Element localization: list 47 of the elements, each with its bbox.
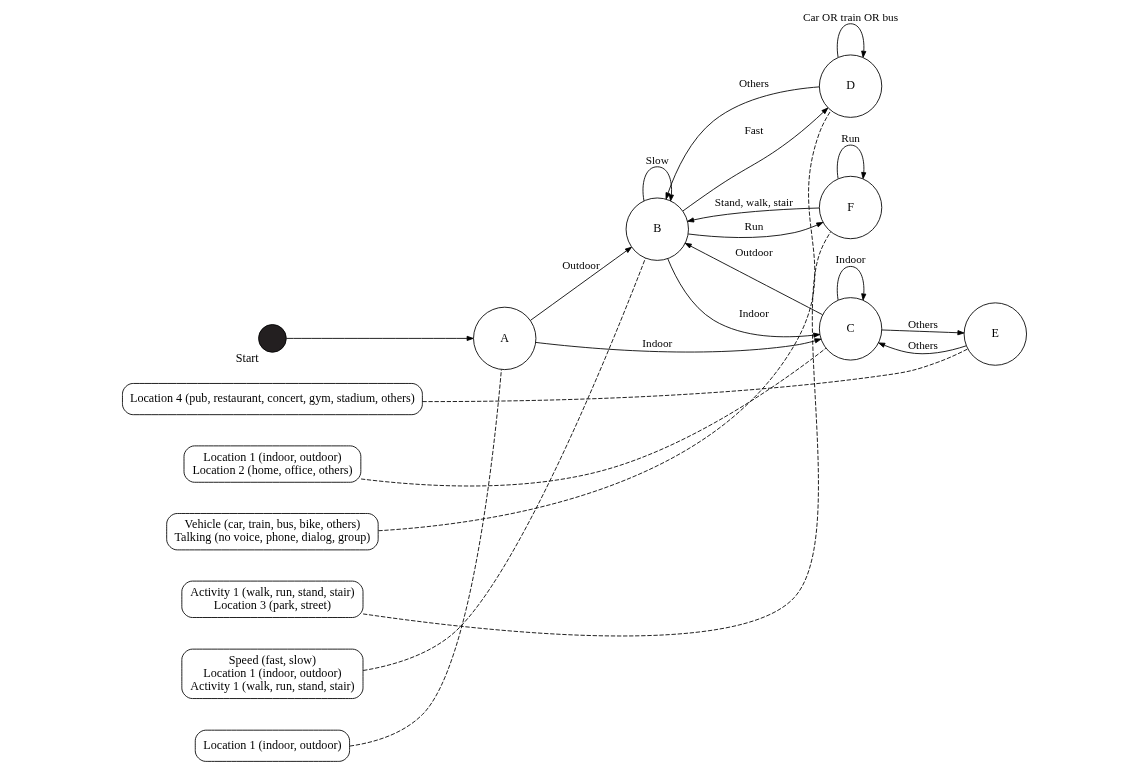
node-box: Activity 1 (walk, run, stand, stair) Location 3 (park, street) [180, 580, 363, 618]
arrow [836, 266, 866, 301]
edge-label: Slow [645, 153, 669, 166]
edge-label: Outdoor [734, 245, 773, 258]
node-circle: C [818, 297, 882, 361]
arrow [836, 144, 866, 180]
edge-label: Outdoor [561, 258, 600, 271]
arrow [666, 258, 820, 338]
node-box: Vehicle (car, train, bus, bike, others) Talking (no voice, phone, dialog, group) [165, 513, 379, 551]
arrow [534, 338, 821, 353]
edge-label: Indoor [835, 253, 866, 266]
connector [362, 257, 646, 671]
node-box: Speed (fast, slow) Location 1 (indoor, outdoor) Activity 1 (walk, run, stand, stair) [180, 648, 363, 699]
node-circle: E [963, 302, 1027, 366]
arrow [836, 23, 866, 58]
node-label: Start [235, 350, 259, 365]
edge-label: Others [907, 339, 938, 352]
arrow [880, 329, 964, 336]
connector [421, 348, 968, 403]
edge-label: Car OR train OR bus [802, 10, 898, 23]
arrow [642, 166, 674, 202]
node-circle: F [818, 175, 882, 240]
arrow [665, 86, 820, 200]
connector [377, 110, 831, 532]
arrow [684, 242, 823, 316]
edge-label: Stand, walk, stair [714, 196, 793, 209]
connector [360, 347, 826, 487]
connector [362, 231, 831, 637]
node-circle: A [472, 306, 536, 371]
edge-label: Others [738, 77, 769, 90]
node-box: Location 1 (indoor, outdoor) Location 2 (home, office, others) [183, 445, 361, 483]
node-box: Location 4 (pub, restaurant, concert, gym, stadium, others) [121, 383, 423, 416]
edge-label: Run [840, 131, 860, 144]
arrow [877, 342, 967, 355]
arrow [529, 246, 632, 321]
arrow [285, 335, 474, 341]
edge-label: Fast [744, 124, 763, 137]
node-circle [257, 324, 287, 353]
edge-label: Others [907, 318, 938, 331]
edge-label: Indoor [738, 307, 769, 320]
edge-label: Indoor [641, 337, 672, 350]
arrow [681, 107, 828, 212]
arrow [686, 207, 820, 223]
edge-label: Run [744, 219, 763, 232]
connector [348, 369, 502, 747]
arrow [687, 222, 823, 238]
node-box: Location 1 (indoor, outdoor) [194, 729, 350, 762]
